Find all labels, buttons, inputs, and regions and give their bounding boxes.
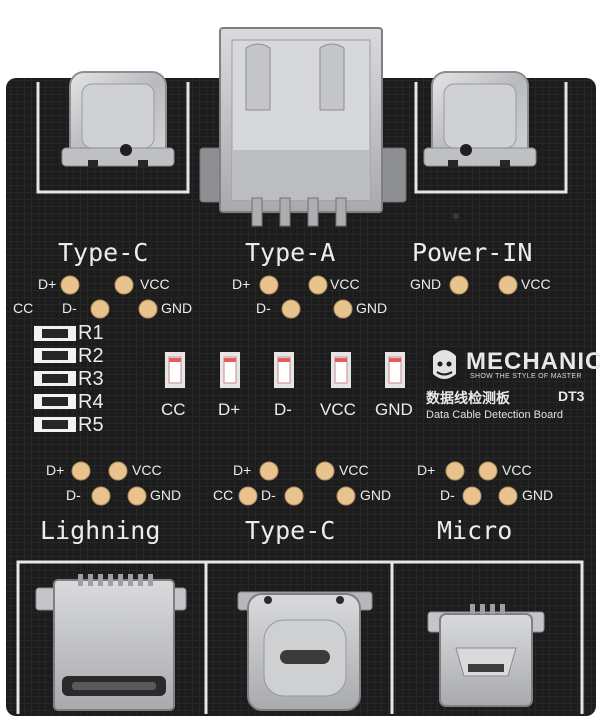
pin-label: D+ [233, 462, 252, 478]
pin-label: D+ [232, 276, 251, 292]
pin-label: VCC [502, 462, 532, 478]
board-model: DT3 [558, 388, 585, 404]
brand-name: MECHANIC [466, 348, 600, 375]
test-pads [60, 275, 518, 506]
mechanic-logo-icon [427, 348, 461, 382]
resistor-label: R2 [78, 345, 104, 367]
pin-label: D+ [38, 276, 57, 292]
led-label: D- [274, 400, 292, 419]
pin-label: VCC [521, 276, 551, 292]
type-a-port [199, 27, 407, 227]
resistor-label: R4 [78, 391, 104, 413]
resistor-label: R1 [78, 322, 104, 344]
led-label: VCC [320, 400, 356, 419]
board-subtitle: Data Cable Detection Board [426, 409, 563, 421]
pin-label: D- [261, 487, 276, 503]
pin-label: GND [161, 300, 193, 316]
lightning-title: Lighning [40, 516, 161, 545]
type-c-port-bottom [237, 591, 373, 711]
pin-label: CC [13, 300, 34, 316]
led-indicators [165, 352, 405, 388]
pin-label: GND [410, 276, 442, 292]
type-c-bottom-title: Type-C [245, 516, 336, 545]
led-label: GND [375, 400, 413, 419]
pin-label: VCC [339, 462, 369, 478]
type-c-top-title: Type-C [58, 238, 149, 267]
resistor-label: R5 [78, 414, 104, 436]
led-label: D+ [218, 400, 241, 419]
micro-usb-port [427, 604, 545, 707]
pcb-board [6, 78, 596, 716]
pin-label: CC [213, 487, 234, 503]
micro-title: Micro [437, 516, 513, 545]
led-label: CC [161, 400, 186, 419]
pin-label: VCC [330, 276, 360, 292]
lightning-port [35, 574, 187, 711]
pin-label: VCC [140, 276, 170, 292]
pin-label: GND [360, 487, 392, 503]
resistor-label: R3 [78, 368, 104, 390]
pin-label: GND [356, 300, 388, 316]
pin-label: D- [62, 300, 77, 316]
type-c-port-top-left [61, 71, 175, 168]
resistor-array [34, 326, 76, 432]
pin-label: D+ [46, 462, 65, 478]
pin-label: VCC [132, 462, 162, 478]
board-chinese-title: 数据线检测板 [426, 391, 510, 407]
pin-label: D+ [417, 462, 436, 478]
power-in-title: Power-IN [412, 238, 533, 267]
pin-label: GND [522, 487, 554, 503]
type-c-port-top-right [423, 71, 537, 168]
pin-label: D- [256, 300, 271, 316]
brand-slogan: SHOW THE STYLE OF MASTER [470, 373, 582, 380]
pin-label: D- [440, 487, 455, 503]
type-a-title: Type-A [245, 238, 336, 267]
pin-label: D- [66, 487, 81, 503]
pin-label: GND [150, 487, 182, 503]
